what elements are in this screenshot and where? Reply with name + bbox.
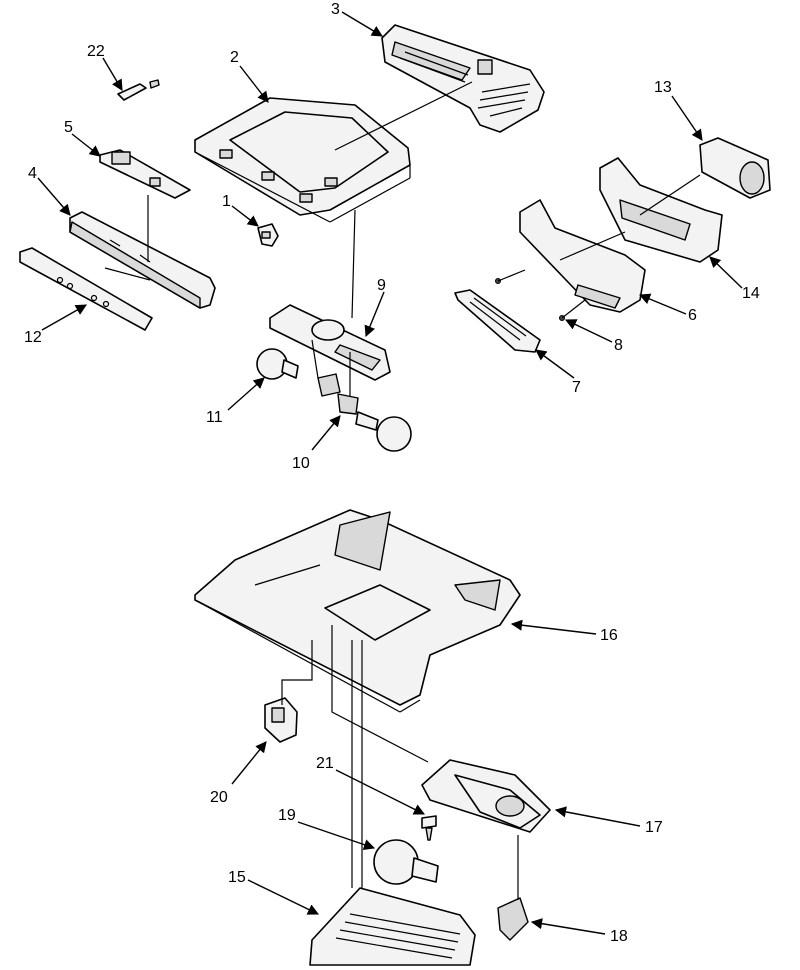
assembly-lines-upper (104, 81, 701, 396)
callout-13: 13 (654, 79, 672, 96)
callout-10: 10 (292, 455, 310, 472)
callout-19: 19 (278, 807, 296, 824)
part-13-module (699, 137, 771, 199)
part-21-screw (421, 815, 437, 841)
callout-3: 3 (331, 1, 340, 18)
part-7-grille (454, 289, 541, 353)
callout-6: 6 (688, 307, 697, 324)
callout-15: 15 (228, 869, 246, 886)
part-2-frame (194, 97, 411, 223)
callout-labels: 3 2 22 5 4 1 12 13 14 6 8 7 9 11 10 16 2… (24, 1, 760, 945)
part-4-control-housing (69, 211, 216, 309)
part-15-lower-grille (309, 887, 476, 966)
part-12-overlay (19, 247, 153, 331)
part-5-control-board (99, 149, 191, 199)
part-10-socket (317, 373, 412, 452)
callout-11: 11 (206, 409, 223, 426)
callout-4: 4 (28, 165, 37, 182)
assembly-lines-lower (281, 625, 519, 900)
part-22-screw (117, 79, 160, 101)
callout-7: 7 (572, 379, 581, 396)
callout-17: 17 (645, 819, 663, 836)
callout-22: 22 (87, 43, 105, 60)
leader-arrows (37, 11, 743, 935)
part-17-light-housing (421, 759, 551, 833)
part-6-front-cover (519, 199, 646, 313)
callout-20: 20 (210, 789, 228, 806)
callout-16: 16 (600, 627, 618, 644)
part-14-rear-cover (599, 157, 723, 263)
part-3-vent-cover (381, 24, 545, 133)
part-20-switch (264, 697, 298, 743)
callout-14: 14 (742, 285, 760, 302)
callout-8: 8 (614, 337, 623, 354)
callout-21: 21 (316, 755, 334, 772)
callout-1: 1 (222, 193, 231, 210)
part-18-socket (497, 897, 529, 941)
callout-2: 2 (230, 49, 239, 66)
callout-9: 9 (377, 277, 386, 294)
callout-5: 5 (64, 119, 73, 136)
part-9-light-housing (269, 304, 391, 381)
part-11-bulb (256, 348, 299, 380)
callout-18: 18 (610, 928, 628, 945)
callout-12: 12 (24, 329, 42, 346)
part-16-tray (194, 509, 521, 713)
part-19-bulb (373, 839, 439, 885)
part-8-screws (495, 278, 565, 321)
part-1-switch (257, 223, 279, 247)
